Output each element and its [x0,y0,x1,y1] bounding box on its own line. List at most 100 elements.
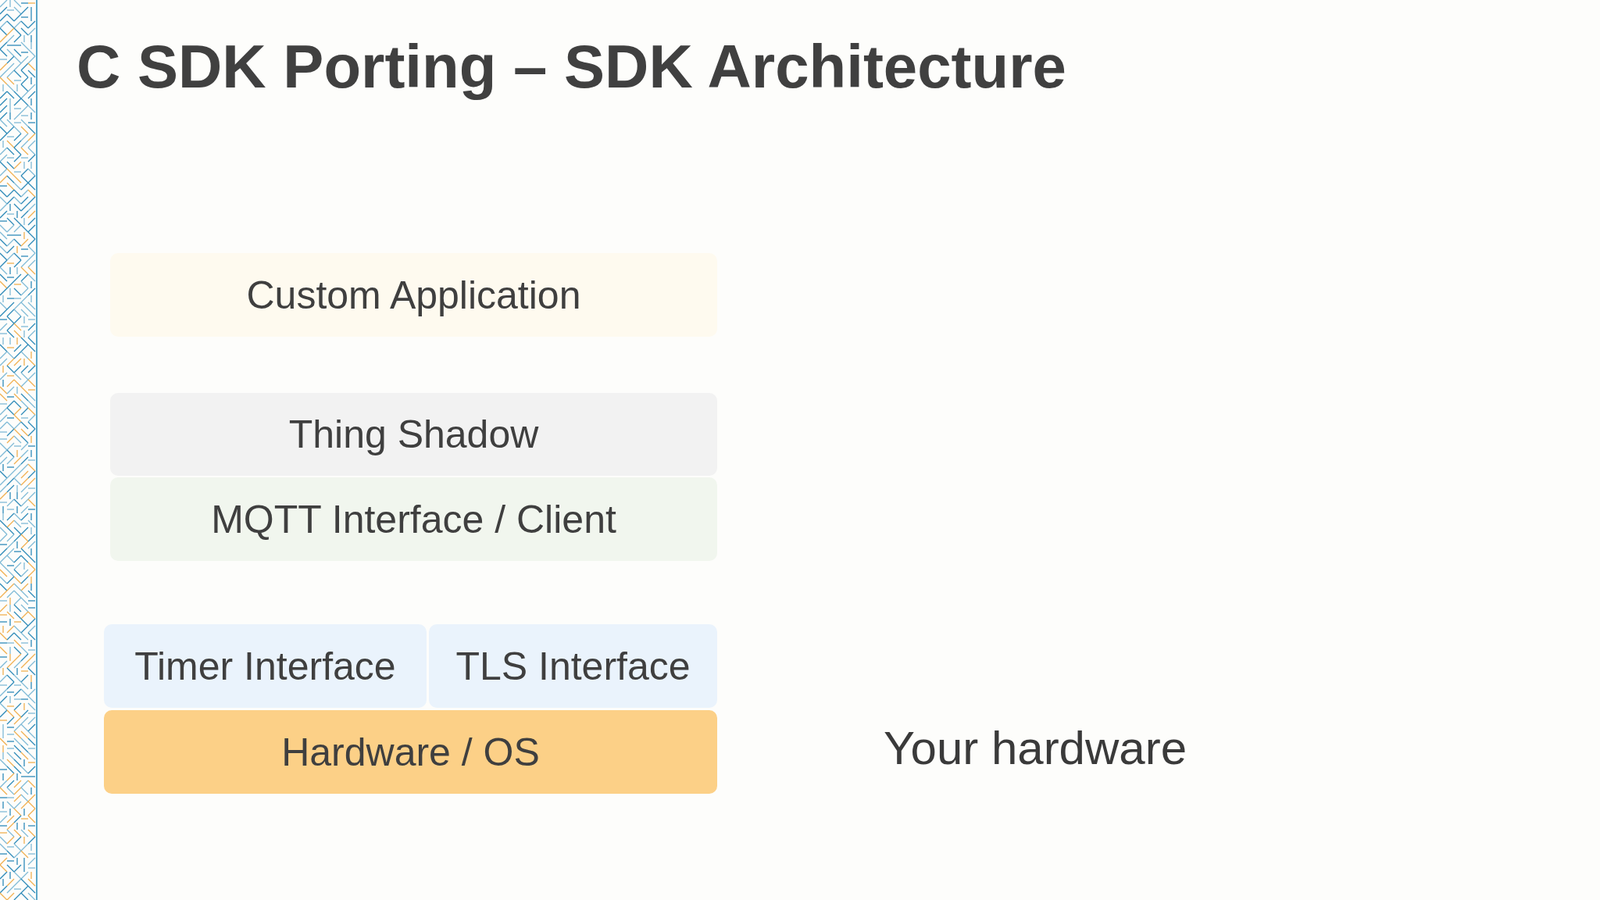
maze-line [21,527,29,535]
maze-line [28,56,36,64]
maze-line [7,864,15,872]
maze-line [21,442,29,450]
maze-line [0,239,8,247]
maze-line [30,843,32,851]
maze-line [30,14,32,22]
maze-line [14,98,22,106]
maze-line [7,35,15,43]
maze-line [14,234,22,236]
maze-line [28,175,36,183]
maze-line [28,428,36,436]
maze-line [23,836,25,844]
maze-line [21,325,29,327]
maze-line [7,759,15,767]
maze-line [0,28,8,36]
maze-line [2,513,4,521]
maze-line [14,91,22,99]
maze-line [30,351,32,359]
maze-line [7,126,15,134]
maze-line [28,766,36,774]
maze-line [28,189,36,197]
maze-line [0,147,8,155]
maze-line [7,49,15,57]
maze-line [14,738,22,746]
layer-label: Thing Shadow [289,411,540,458]
maze-line [28,70,36,78]
maze-line [28,471,36,479]
maze-line [21,288,29,296]
maze-line [2,84,4,92]
maze-line [2,506,4,514]
maze-line [7,246,15,254]
maze-line [9,492,11,500]
maze-line [14,675,22,683]
maze-line [0,562,8,570]
maze-line [16,386,18,394]
maze-line [7,56,15,64]
maze-line [16,541,18,549]
maze-line [28,508,36,510]
maze-line [14,698,22,700]
maze-line [14,407,22,415]
maze-line [23,35,25,43]
maze-line [7,323,15,331]
maze-line [21,731,29,739]
maze-line [0,185,8,186]
maze-line [14,759,22,767]
maze-line [28,600,36,601]
maze-line [21,522,29,524]
maze-line [2,667,4,675]
maze-line [28,761,36,763]
maze-line [0,196,8,204]
maze-line [21,344,29,352]
maze-line [7,822,15,830]
maze-line [7,892,15,900]
maze-line [0,600,8,601]
maze-line [0,351,8,359]
maze-line [28,738,36,746]
maze-line [23,232,25,240]
maze-line [28,632,36,640]
maze-line [23,316,25,324]
maze-line [23,358,25,366]
maze-line [14,752,22,760]
maze-line [21,126,29,134]
maze-line [14,175,22,183]
maze-line [7,478,15,486]
maze-line [28,459,36,461]
layer-box: Thing Shadow [110,392,718,476]
maze-line [0,189,8,197]
maze-line [30,42,32,50]
maze-line [0,232,8,240]
maze-line [16,485,18,493]
maze-line [0,105,8,113]
maze-line [21,534,29,542]
maze-line [21,499,29,507]
maze-line [14,576,22,584]
maze-line [14,154,22,162]
maze-line [14,79,22,81]
maze-line [28,625,36,633]
maze-line [0,590,8,598]
maze-line [0,534,8,542]
maze-line [14,611,22,619]
maze-line [28,492,36,500]
maze-line [0,431,8,433]
maze-line [21,653,29,661]
maze-line [14,569,22,577]
maze-line [21,801,29,809]
maze-line [14,323,22,331]
maze-line [0,309,8,317]
decorative-strip [0,0,47,900]
maze-line [14,274,22,282]
maze-line [14,239,22,247]
maze-line [21,513,29,521]
maze-line [7,667,15,675]
maze-line [28,407,36,415]
maze-line [0,175,8,183]
maze-line [7,379,15,387]
maze-line [14,604,22,612]
maze-line [7,417,15,418]
maze-line [14,632,22,640]
maze-line [28,829,36,837]
